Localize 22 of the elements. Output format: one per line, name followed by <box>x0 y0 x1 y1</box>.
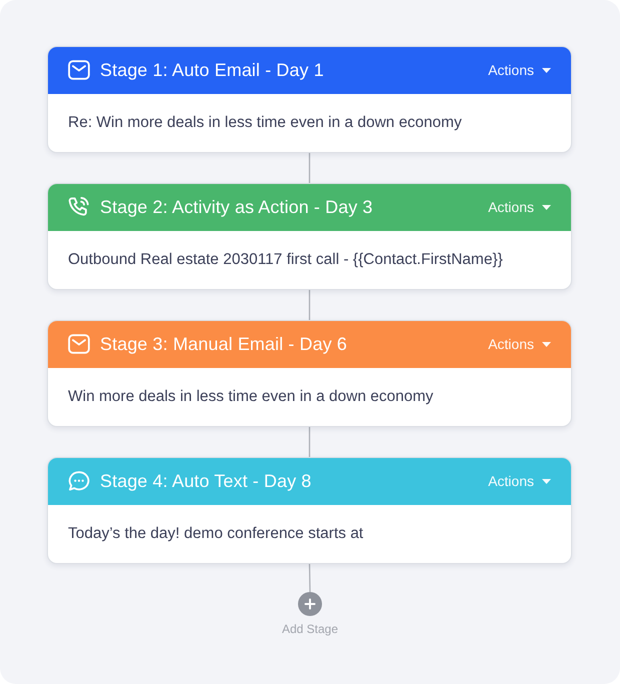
stage-title: Stage 4: Auto Text - Day 8 <box>100 471 312 492</box>
actions-dropdown: Actions <box>488 61 551 79</box>
stage-title: Stage 2: Activity as Action - Day 3 <box>100 197 373 218</box>
message-text: Re: Win more deals in less time even in a down economy <box>68 113 462 132</box>
connector-line <box>308 564 311 592</box>
actions-dropdown: Actions <box>488 472 551 490</box>
stage-title: Stage 3: Manual Email - Day 6 <box>100 334 348 355</box>
stage-card <box>47 46 572 153</box>
connector-line <box>308 290 310 320</box>
stage-card <box>47 320 572 427</box>
plus-circle-icon <box>298 592 322 616</box>
stage-card <box>47 183 572 290</box>
message-text: Win more deals in less time even in a down economy <box>68 387 434 406</box>
connector-line <box>308 427 310 457</box>
actions-dropdown: Actions <box>488 335 551 353</box>
connector-line <box>308 153 310 183</box>
message-text: Today’s the day! demo conference starts at <box>68 524 364 543</box>
add-stage-label: Add Stage <box>282 622 338 636</box>
stage-title: Stage 1: Auto Email - Day 1 <box>100 60 324 81</box>
stage-card <box>47 457 572 564</box>
actions-dropdown: Actions <box>488 198 551 216</box>
message-text: Outbound Real estate 2030117 first call - {{Contact.FirstName}} <box>68 250 503 269</box>
